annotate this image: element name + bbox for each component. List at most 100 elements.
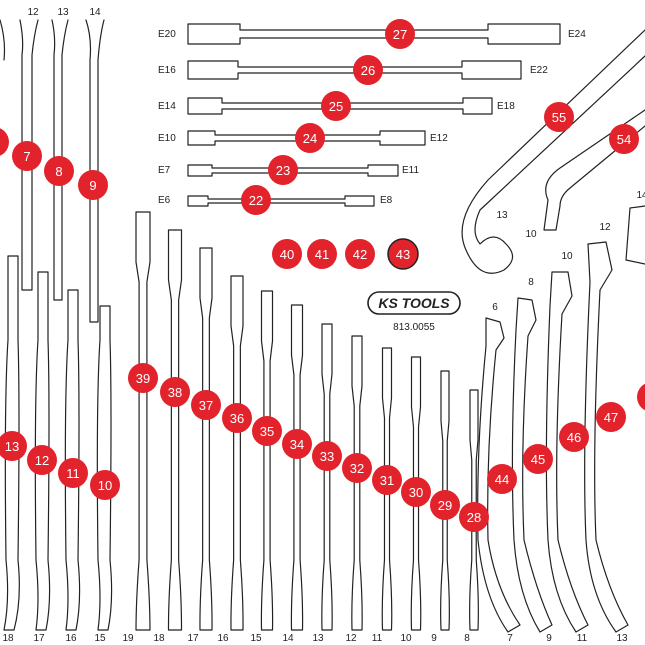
- wrench-size-right: E11: [402, 165, 419, 176]
- wrench-size-right: E24: [568, 29, 586, 40]
- top-size-8: 8: [528, 277, 534, 288]
- marker-circle: [559, 422, 589, 452]
- size-10: 10: [525, 229, 537, 240]
- marker-number: 45: [531, 452, 545, 467]
- marker-13: 13: [0, 431, 27, 461]
- bottom-size-19: 19: [122, 633, 134, 644]
- wrench-size-left: E20: [158, 29, 176, 40]
- marker-number: 36: [230, 411, 244, 426]
- marker-circle: [268, 155, 298, 185]
- marker-circle: [401, 477, 431, 507]
- marker-circle: [523, 444, 553, 474]
- top-left-wrench-outlines: [0, 19, 105, 323]
- marker-number: 30: [409, 485, 423, 500]
- combination-wrench-outline: [321, 323, 333, 631]
- marker-number: 32: [350, 461, 364, 476]
- marker-33: 33: [312, 441, 342, 471]
- marker-circle: [387, 238, 419, 270]
- combination-wrench-outline: [440, 370, 450, 631]
- marker-circle: [272, 239, 302, 269]
- marker-number: 25: [329, 99, 343, 114]
- marker-number: 26: [361, 63, 375, 78]
- marker-number: 34: [290, 437, 304, 452]
- ks-tools-logo: KS TOOLS 813.0055: [367, 291, 461, 333]
- wrench-size-left: E16: [158, 65, 176, 76]
- marker-41: 41: [307, 239, 337, 269]
- marker-28: 28: [459, 502, 489, 532]
- logo-brand-text: KS TOOLS: [378, 295, 450, 311]
- marker-circle: [0, 431, 27, 461]
- marker-40: 40: [272, 239, 302, 269]
- marker-circle: [44, 156, 74, 186]
- bottom-size-14: 14: [282, 633, 294, 644]
- marker-circle: [312, 441, 342, 471]
- marker-9: 9: [78, 170, 108, 200]
- right-top-outlines: [461, 29, 645, 274]
- marker-circle: [222, 403, 252, 433]
- combination-wrench-outline: [135, 211, 151, 631]
- marker-circle: [191, 390, 221, 420]
- marker-number: 27: [393, 27, 407, 42]
- marker-number: 43: [396, 247, 410, 262]
- bottom-size-18: 18: [153, 633, 165, 644]
- marker-number: 47: [604, 410, 618, 425]
- marker-number: 37: [199, 398, 213, 413]
- marker-number: 42: [353, 247, 367, 262]
- marker-10: 10: [90, 470, 120, 500]
- marker-circle: [27, 445, 57, 475]
- marker-circle: [0, 128, 9, 156]
- marker-circle: [353, 55, 383, 85]
- bottom-size-17: 17: [187, 633, 199, 644]
- marker-number: 9: [89, 178, 96, 193]
- marker-number: 7: [23, 149, 30, 164]
- combination-wrench-outline: [260, 290, 274, 631]
- marker-circle: [430, 490, 460, 520]
- marker-partial: [0, 128, 9, 156]
- marker-8: 8: [44, 156, 74, 186]
- marker-44: 44: [487, 464, 517, 494]
- marker-number: 13: [5, 439, 19, 454]
- marker-29: 29: [430, 490, 460, 520]
- marker-27: 27: [385, 19, 415, 49]
- marker-circle: [295, 123, 325, 153]
- marker-number: 29: [438, 498, 452, 513]
- marker-number: 24: [303, 131, 317, 146]
- bottom-size-11: 11: [577, 633, 588, 644]
- size-14: 14: [636, 190, 645, 201]
- combination-wrench-outline: [381, 347, 393, 631]
- combination-wrench-outline: [469, 389, 479, 631]
- marker-24: 24: [295, 123, 325, 153]
- bottom-size-13: 13: [616, 633, 628, 644]
- marker-45: 45: [523, 444, 553, 474]
- combination-wrench-outline: [410, 356, 422, 631]
- marker-circle: [252, 416, 282, 446]
- marker-circle: [609, 124, 639, 154]
- bottom-size-16: 16: [65, 633, 77, 644]
- marker-number: 40: [280, 247, 294, 262]
- top-size-12: 12: [599, 222, 611, 233]
- marker-number: 41: [315, 247, 329, 262]
- marker-number: 22: [249, 193, 263, 208]
- center-group-outlines: [135, 211, 479, 631]
- marker-47: 47: [596, 402, 626, 432]
- size-13: 13: [496, 210, 508, 221]
- bottom-size-11: 11: [372, 633, 383, 644]
- wrench-size-right: E8: [380, 195, 393, 206]
- marker-23: 23: [268, 155, 298, 185]
- bottom-size-15: 15: [250, 633, 262, 644]
- marker-42: 42: [345, 239, 375, 269]
- marker-circle: [345, 239, 375, 269]
- combination-wrench-outline: [199, 247, 213, 631]
- marker-46: 46: [559, 422, 589, 452]
- marker-circle: [342, 453, 372, 483]
- marker-31: 31: [372, 465, 402, 495]
- wrench-size-left: E6: [158, 195, 171, 206]
- marker-circle: [459, 502, 489, 532]
- marker-circle: [12, 141, 42, 171]
- top-size-6: 6: [492, 302, 498, 313]
- top-size-12: 12: [27, 7, 39, 18]
- marker-number: 35: [260, 424, 274, 439]
- bottom-size-15: 15: [94, 633, 106, 644]
